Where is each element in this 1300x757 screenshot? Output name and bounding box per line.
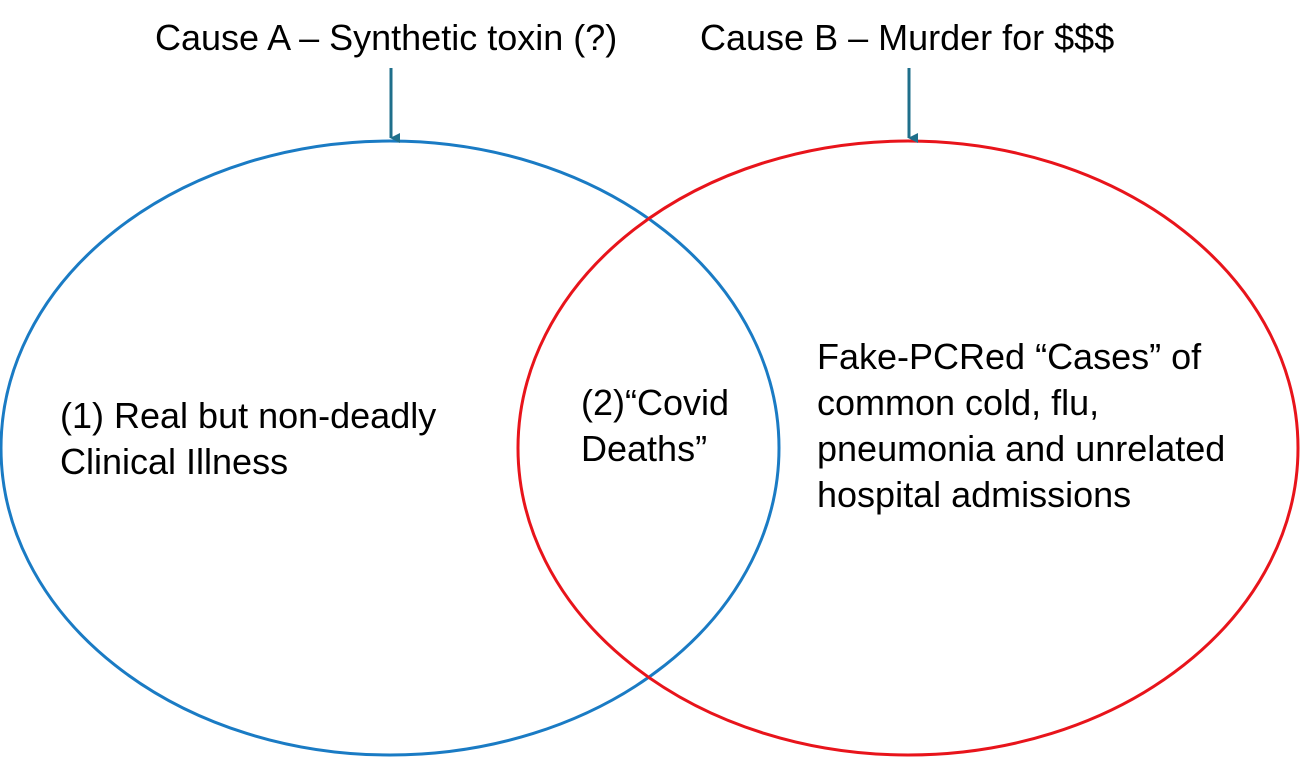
region-right-label: Fake-PCRed “Cases” of common cold, flu, …	[817, 334, 1225, 518]
region-right-line: Fake-PCRed “Cases” of	[817, 336, 1202, 377]
region-right-line: hospital admissions	[817, 474, 1132, 515]
region-overlap-label: (2)“Covid Deaths”	[581, 380, 729, 472]
cause-a-text: Cause A – Synthetic toxin (?)	[155, 17, 618, 58]
region-overlap-line: Deaths”	[581, 428, 708, 469]
cause-b-text: Cause B – Murder for $$$	[700, 17, 1115, 58]
region-overlap-line: (2)“Covid	[581, 382, 730, 423]
region-left-label: (1) Real but non-deadly Clinical Illness	[60, 393, 436, 485]
region-left-line: (1) Real but non-deadly	[60, 395, 437, 436]
region-right-line: pneumonia and unrelated	[817, 428, 1226, 469]
cause-b-label: Cause B – Murder for $$$	[700, 15, 1114, 61]
cause-a-label: Cause A – Synthetic toxin (?)	[155, 15, 617, 61]
region-left-line: Clinical Illness	[60, 441, 289, 482]
region-right-line: common cold, flu,	[817, 382, 1100, 423]
